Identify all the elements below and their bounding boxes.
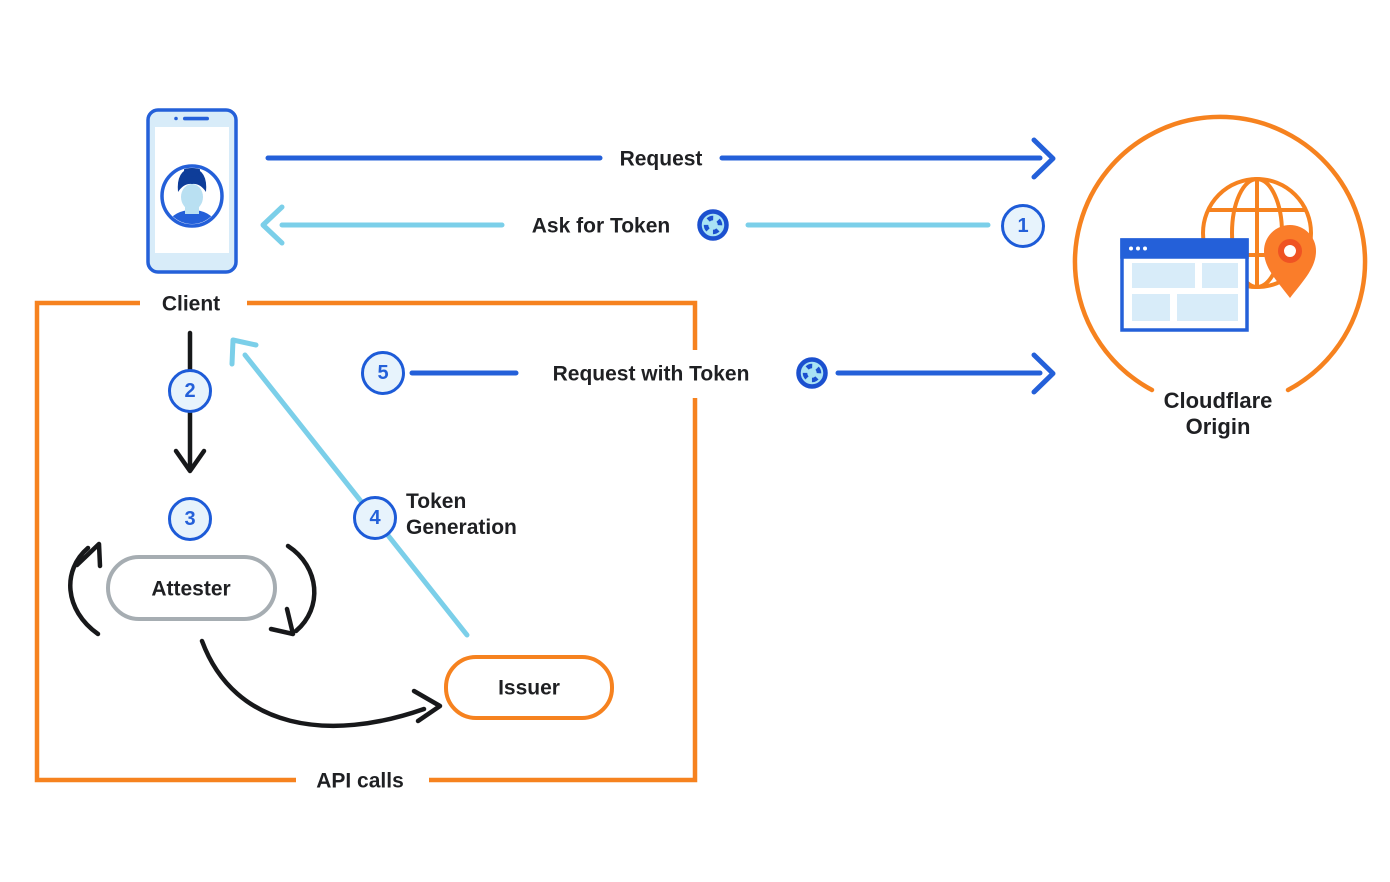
- step-3-badge: 3: [168, 497, 212, 541]
- step-4-badge: 4: [353, 496, 397, 540]
- browser-window-icon: [1120, 238, 1249, 332]
- request-with-token-arrow: [409, 352, 1056, 395]
- step-2-badge: 2: [168, 369, 212, 413]
- step-5-badge: 5: [361, 351, 405, 395]
- cloudflare-origin-line2: Origin: [1185, 414, 1251, 439]
- api-calls-label: API calls: [316, 769, 404, 793]
- ask-for-token-label: Ask for Token: [531, 214, 671, 238]
- ask-for-token-arrow: [260, 204, 991, 246]
- request-with-token-label: Request with Token: [552, 362, 750, 386]
- attester-to-issuer-arrow: [199, 638, 443, 729]
- attestation-loop-arrow-left: [68, 541, 103, 637]
- api-calls-box: [34, 300, 698, 783]
- request-arrow: [265, 137, 1056, 180]
- token-generation-line1: Token: [406, 490, 467, 513]
- attester-label: Attester: [151, 577, 231, 601]
- issuer-label: Issuer: [498, 676, 560, 700]
- user-avatar-icon: [160, 164, 224, 228]
- location-pin-icon: [1264, 225, 1316, 298]
- cloudflare-origin-circle: [1072, 114, 1368, 393]
- token-generation-label: Token Generation: [406, 489, 517, 541]
- smartphone-icon: [146, 108, 238, 274]
- attester-pill: [106, 555, 277, 621]
- attestation-loop-arrow-right: [268, 543, 317, 637]
- token-icon: [796, 357, 828, 389]
- request-label: Request: [619, 147, 703, 171]
- step-1-badge: 1: [1001, 204, 1045, 248]
- token-generation-line2: Generation: [406, 516, 517, 539]
- issuer-pill: [444, 655, 614, 720]
- client-label: Client: [161, 292, 221, 316]
- issuer-to-client-arrow: [229, 337, 470, 638]
- token-icon: [697, 209, 729, 241]
- cloudflare-origin-label: Cloudflare Origin: [1164, 388, 1273, 440]
- cloudflare-origin-line1: Cloudflare: [1163, 388, 1273, 413]
